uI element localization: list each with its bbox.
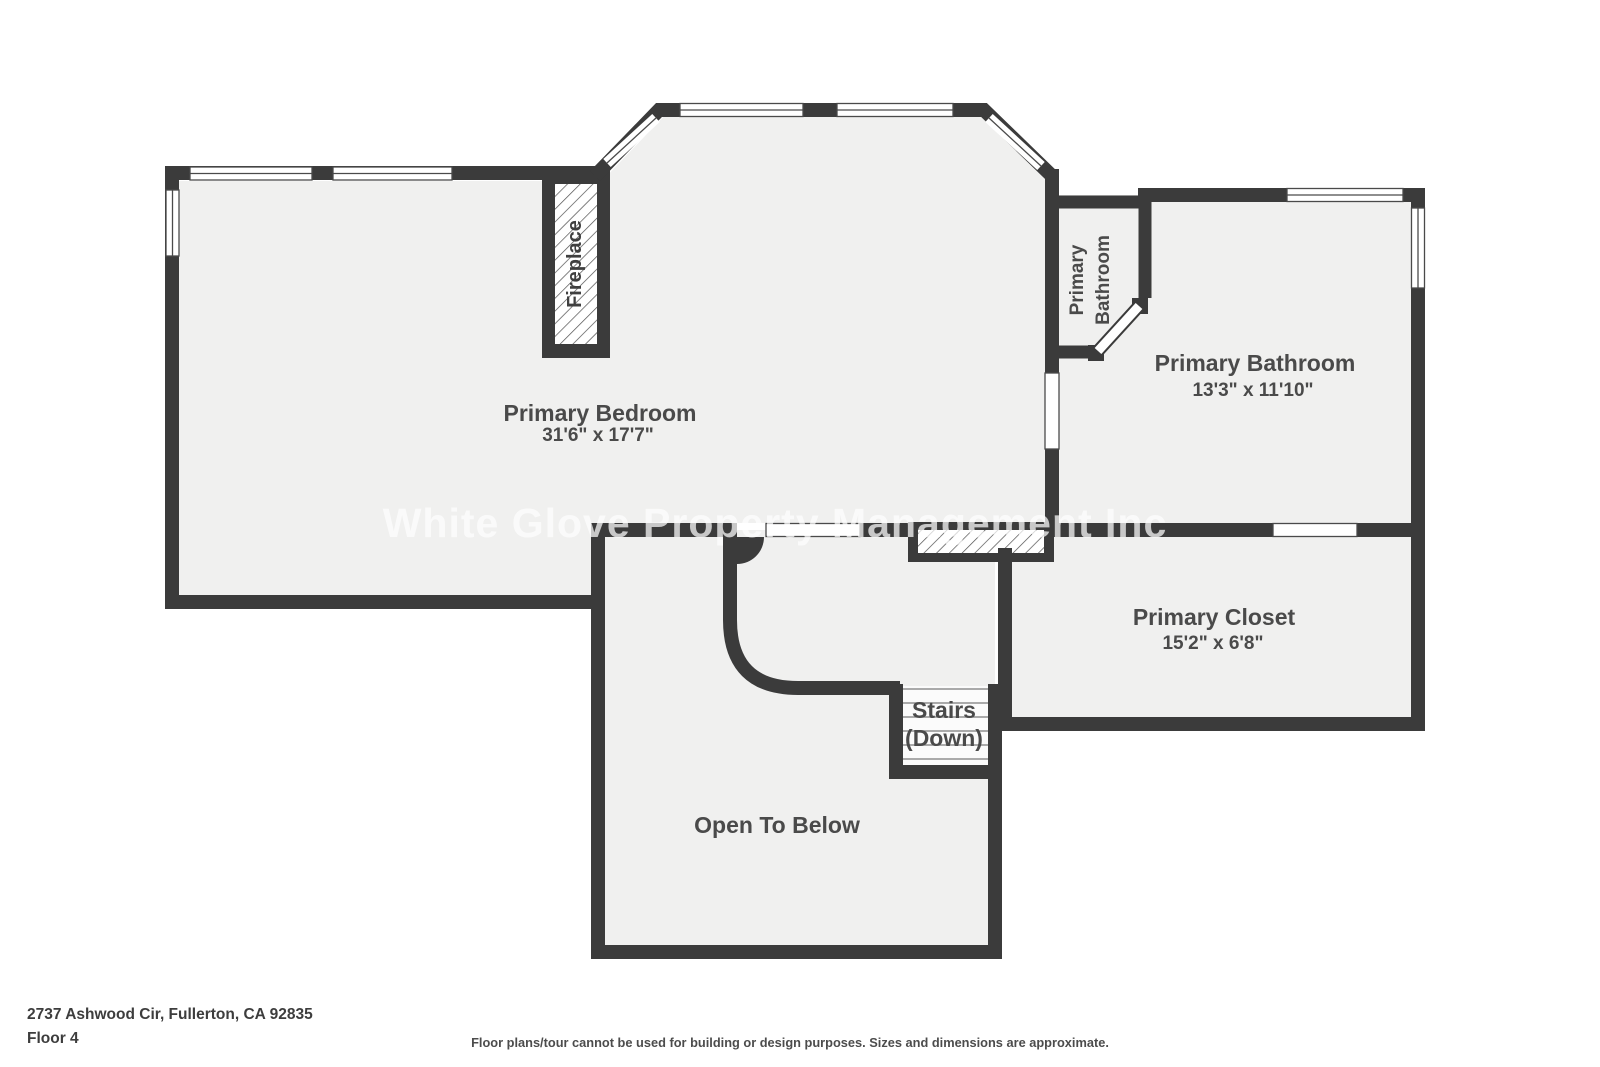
address-text: 2737 Ashwood Cir, Fullerton, CA 92835: [27, 1006, 313, 1023]
fireplace-hatch: [555, 184, 597, 344]
primary-bathroom-floor: [1045, 195, 1418, 530]
primary-closet-dims: 15'2" x 6'8": [1162, 633, 1263, 654]
wc-door: [1088, 298, 1148, 361]
primary-closet-label: Primary Closet: [1133, 604, 1296, 630]
watermark: White Glove Property Management Inc: [383, 500, 1168, 546]
stair-treads: [903, 688, 988, 760]
builtin-hatch: [918, 530, 1044, 553]
closet-cased-opening: [1272, 522, 1358, 538]
hall-cased-opening: [765, 522, 861, 538]
bay-window-diagonal-left: [603, 113, 660, 168]
footer: 2737 Ashwood Cir, Fullerton, CA 92835 Fl…: [27, 1006, 1109, 1050]
disclaimer-text: Floor plans/tour cannot be used for buil…: [471, 1035, 1109, 1050]
primary-bedroom-dims: 31'6" x 17'7": [542, 425, 654, 446]
primary-closet-floor: [1005, 530, 1418, 724]
doors: [737, 298, 1148, 564]
fireplace-label: Fireplace: [564, 220, 586, 308]
stairs-label-line1: Stairs: [912, 697, 976, 723]
primary-bathroom-dims: 13'3" x 11'10": [1192, 380, 1313, 401]
primary-bedroom-floor: [179, 114, 1045, 596]
open-below-outer-wall: [591, 523, 1002, 959]
stairs-label-line2: (Down): [905, 725, 983, 751]
floor-fills: [179, 114, 1418, 952]
stairs-floor: [903, 686, 988, 768]
stairs-walls: [889, 684, 995, 779]
fireplace: Fireplace: [542, 170, 610, 358]
hall-door-swing: [737, 537, 764, 564]
wc-label-line1: Primary: [1067, 244, 1088, 315]
primary-bedroom-label: Primary Bedroom: [503, 400, 696, 426]
open-to-below-label: Open To Below: [694, 812, 860, 838]
bedroom-bathroom-doorway: [1044, 372, 1060, 450]
room-labels: Primary Bedroom 31'6" x 17'7" Primary Ba…: [503, 235, 1355, 838]
builtin-hatch-element: [908, 522, 1054, 562]
bathroom-closet-outer-wall: [998, 188, 1425, 731]
wc-label-line2: Bathroom: [1093, 235, 1114, 325]
windows: [165, 102, 1426, 538]
bay-window-diagonal-right: [985, 113, 1045, 171]
floor-label-text: Floor 4: [27, 1030, 79, 1047]
primary-bathroom-label: Primary Bathroom: [1155, 350, 1356, 376]
curved-wall: [723, 535, 900, 695]
